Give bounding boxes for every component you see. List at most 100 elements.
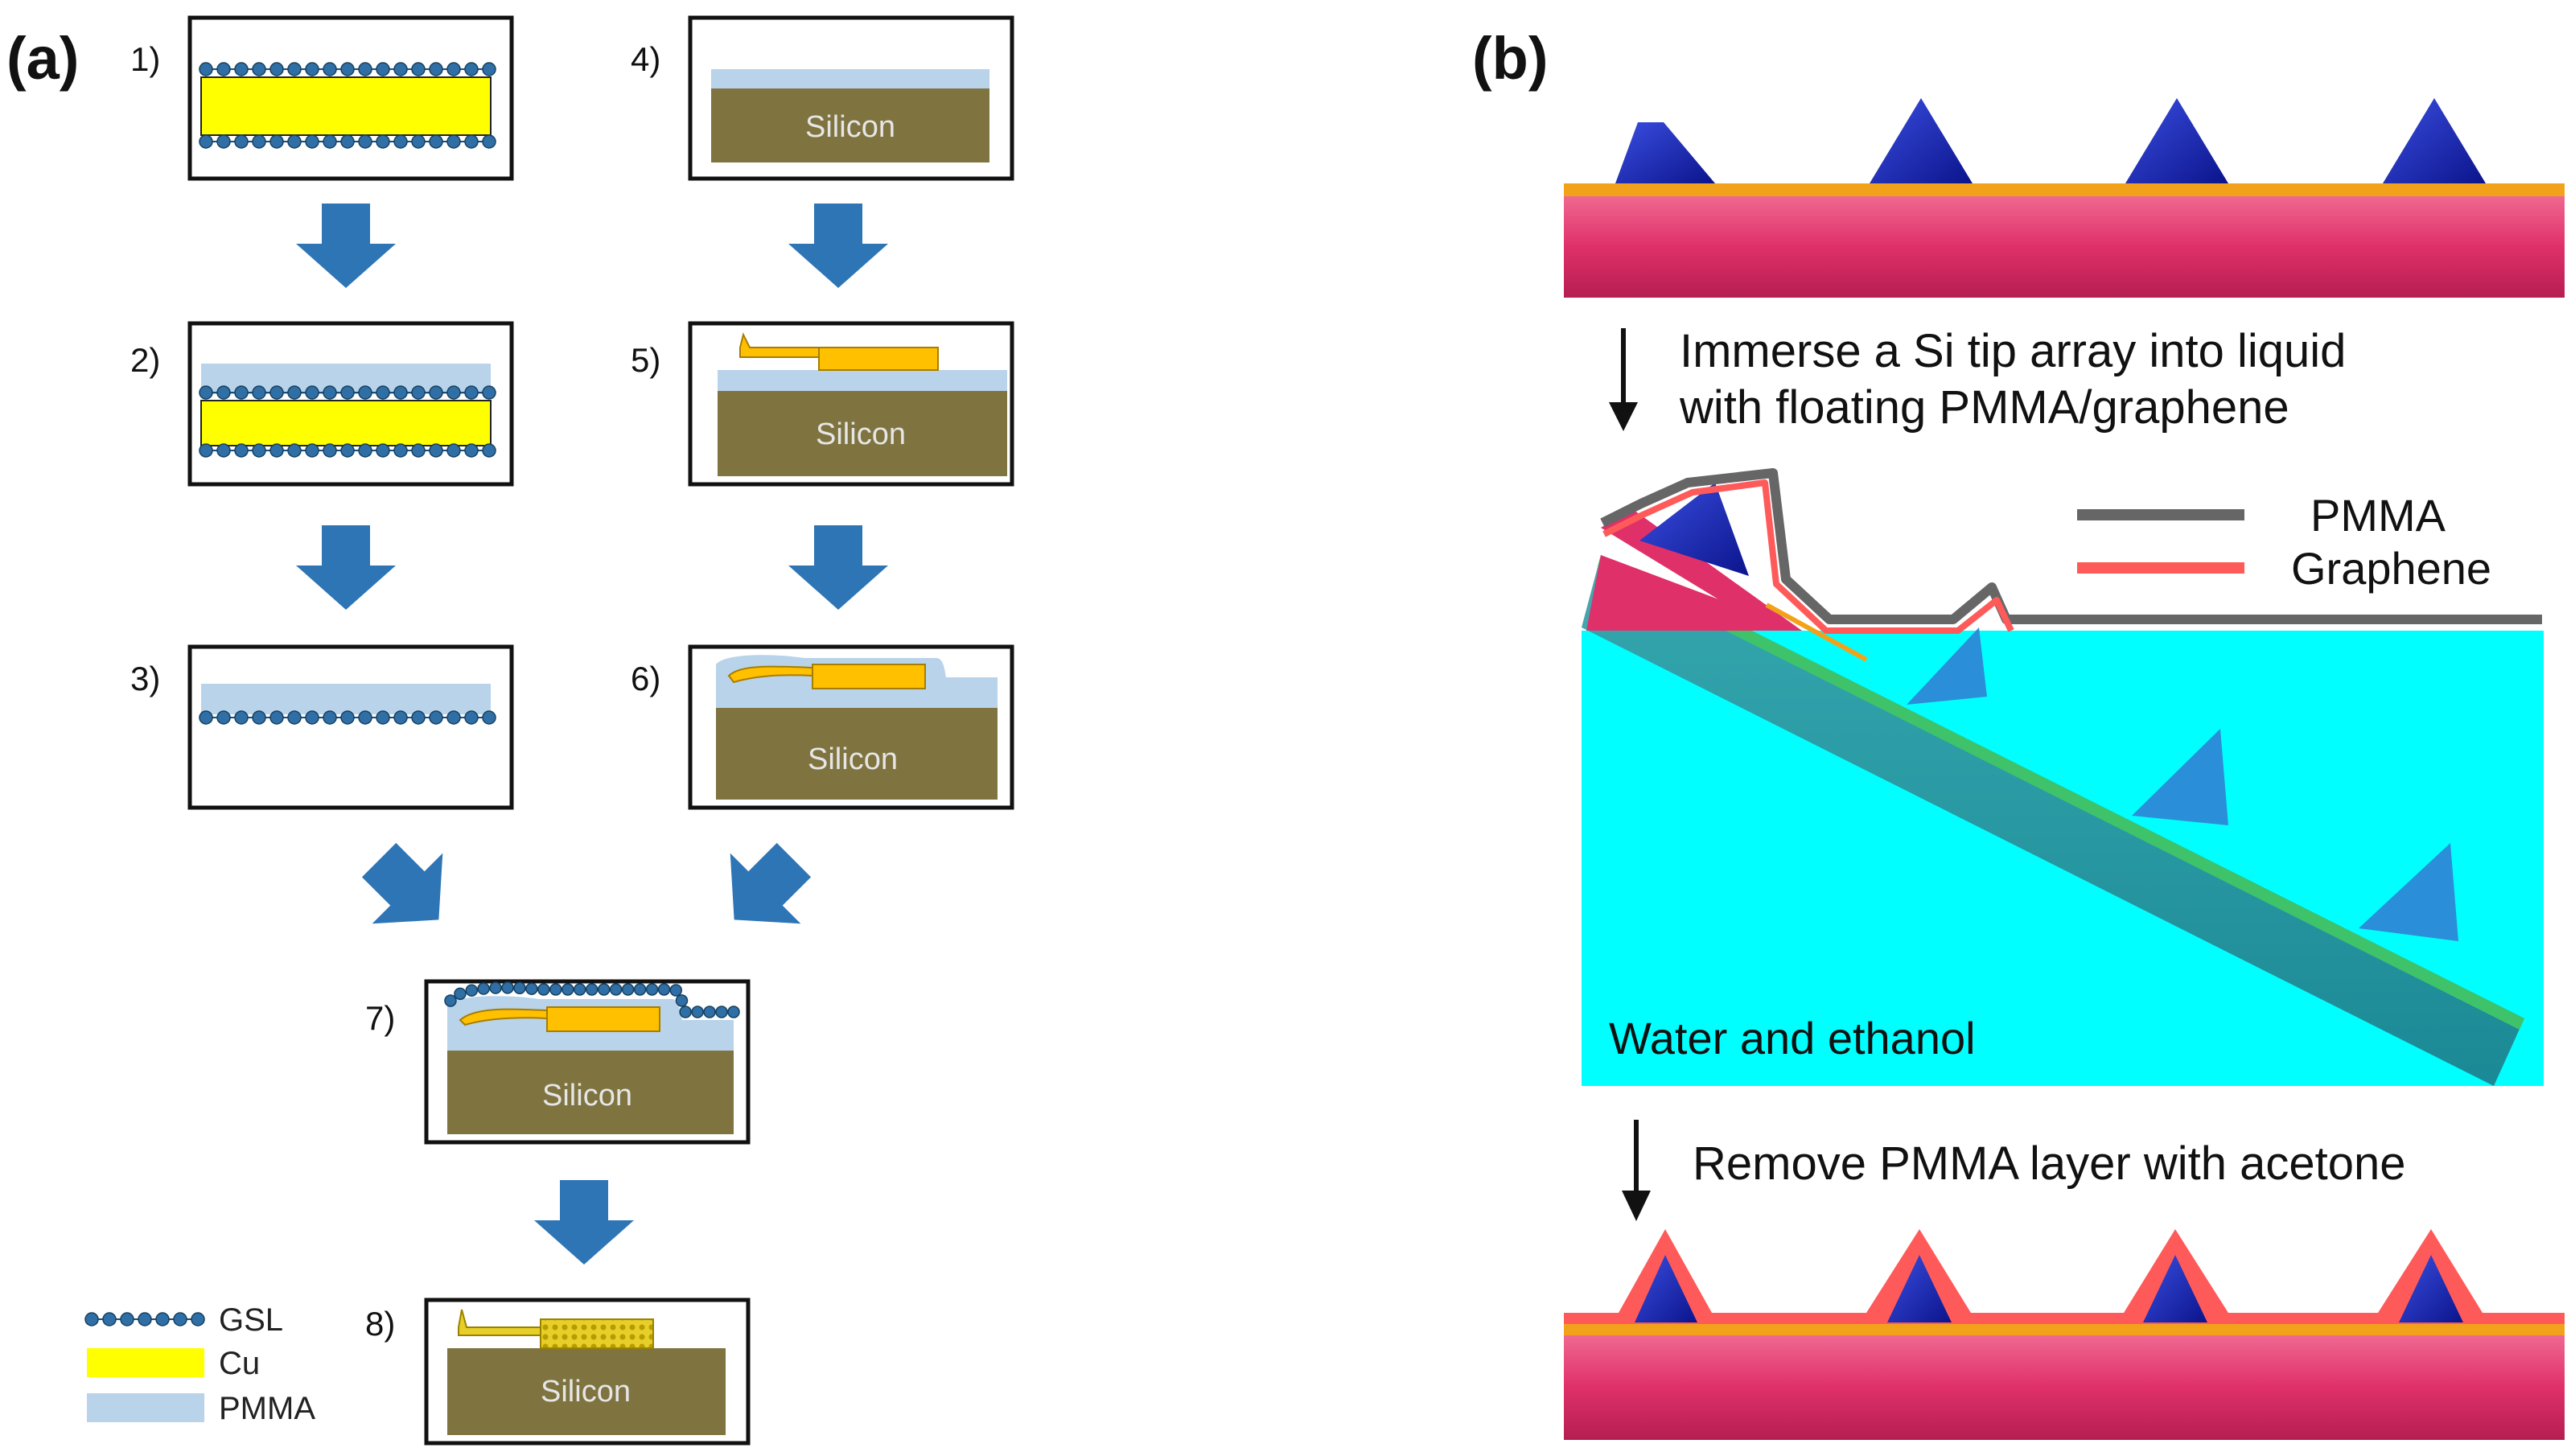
step-remove-pmma: Remove PMMA layer with acetone	[1622, 1120, 2405, 1221]
gsl-bead	[323, 385, 337, 400]
gsl-bead	[120, 1312, 134, 1326]
gsl-bead	[216, 134, 231, 149]
remove-caption: Remove PMMA layer with acetone	[1693, 1137, 2405, 1190]
gsl-bead	[446, 134, 461, 149]
arrow-1-to-2	[296, 204, 396, 288]
gsl-bead	[102, 1312, 117, 1326]
immerse-caption-line1: Immerse a Si tip array into liquid	[1680, 325, 2346, 377]
gsl-bead	[287, 443, 302, 458]
gsl-bead	[216, 385, 231, 400]
gsl-bead	[216, 710, 231, 725]
step-6-diagram: Silicon	[688, 644, 1014, 810]
gsl-bead	[446, 385, 461, 400]
arrow-4-to-5	[788, 204, 888, 288]
gsl-bead	[199, 134, 213, 149]
gsl-bead	[574, 983, 586, 996]
gsl-bead	[358, 134, 372, 149]
gsl-bead	[287, 385, 302, 400]
step-5-diagram: Silicon	[688, 321, 1014, 487]
silicon-label-8: Silicon	[541, 1375, 631, 1409]
step-immerse: Immerse a Si tip array into liquid with …	[1609, 325, 2346, 434]
gsl-bead	[269, 134, 284, 149]
gsl-bead	[252, 443, 266, 458]
gsl-bead	[340, 710, 355, 725]
gsl-bead	[411, 710, 426, 725]
gsl-bead	[454, 987, 467, 1001]
step-1-diagram	[187, 15, 514, 181]
step-3-diagram	[187, 644, 514, 810]
gsl-bead	[199, 710, 213, 725]
gsl-bead	[446, 62, 461, 76]
gsl-bead	[703, 1006, 716, 1018]
gsl-bead	[234, 710, 249, 725]
silicon-label-4: Silicon	[805, 110, 895, 144]
gsl-bead	[489, 981, 502, 994]
silicon-label-5: Silicon	[816, 417, 906, 451]
gsl-bead	[429, 385, 443, 400]
gsl-bead	[305, 134, 319, 149]
gsl-bead	[715, 1006, 728, 1018]
gsl-bead	[464, 134, 479, 149]
step-2-diagram	[187, 321, 514, 487]
gsl-bead	[393, 385, 408, 400]
panel-a-label: (a)	[6, 25, 79, 92]
gsl-bead	[376, 385, 390, 400]
gsl-bead	[84, 1312, 99, 1326]
gsl-bead	[376, 134, 390, 149]
gsl-bead	[562, 983, 574, 996]
arrow-2-to-3	[296, 525, 396, 610]
step-8-diagram: Silicon	[424, 1298, 751, 1446]
legend-pmma-text: PMMA	[2310, 490, 2446, 541]
gsl-bead	[252, 710, 266, 725]
gsl-bead	[482, 443, 496, 458]
immersion-scene: Water and ethanol	[1582, 468, 2544, 1086]
gsl-bead	[482, 710, 496, 725]
panel-b-legend: PMMA Graphene	[2077, 490, 2491, 594]
liquid-label: Water and ethanol	[1609, 1013, 1976, 1063]
gsl-bead	[191, 1312, 205, 1326]
gsl-bead	[358, 443, 372, 458]
gsl-bead	[727, 1006, 740, 1018]
gsl-bead	[269, 443, 284, 458]
gsl-bead	[323, 443, 337, 458]
gsl-bead	[323, 62, 337, 76]
gsl-bead	[216, 62, 231, 76]
gsl-bead	[305, 385, 319, 400]
legend-pmma-label: PMMA	[219, 1391, 315, 1426]
gsl-bead	[393, 62, 408, 76]
gsl-bead	[376, 710, 390, 725]
gsl-bead	[393, 134, 408, 149]
silicon-label-6: Silicon	[808, 742, 898, 776]
gsl-bead-row	[199, 134, 496, 149]
gsl-bead	[199, 62, 213, 76]
gsl-bead	[621, 983, 635, 996]
gsl-bead	[411, 134, 426, 149]
gsl-bead	[464, 385, 479, 400]
gsl-bead	[444, 994, 457, 1007]
gsl-bead-row	[199, 385, 496, 400]
gsl-bead	[585, 983, 599, 996]
gsl-bead	[340, 385, 355, 400]
tip-array-coated	[1564, 1229, 2565, 1440]
gsl-bead	[305, 710, 319, 725]
gsl-bead	[358, 710, 372, 725]
gsl-bead	[305, 62, 319, 76]
silicon-label-7: Silicon	[542, 1079, 632, 1113]
gsl-bead	[633, 983, 647, 996]
gsl-bead	[657, 983, 671, 996]
step-label-2: 2)	[130, 341, 160, 379]
gsl-bead	[645, 983, 659, 996]
gsl-bead	[287, 134, 302, 149]
step-4-diagram: Silicon	[688, 15, 1014, 181]
legend-pmma-swatch	[87, 1393, 204, 1422]
gsl-bead	[199, 443, 213, 458]
step-label-5: 5)	[631, 341, 660, 379]
gsl-bead	[411, 385, 426, 400]
gsl-bead	[287, 62, 302, 76]
legend-gsl-swatch	[84, 1312, 205, 1326]
arrow-5-to-6	[788, 525, 888, 610]
gsl-bead	[323, 710, 337, 725]
legend-cu-label: Cu	[219, 1346, 260, 1381]
gsl-bead-row	[199, 710, 496, 725]
gsl-bead	[252, 134, 266, 149]
